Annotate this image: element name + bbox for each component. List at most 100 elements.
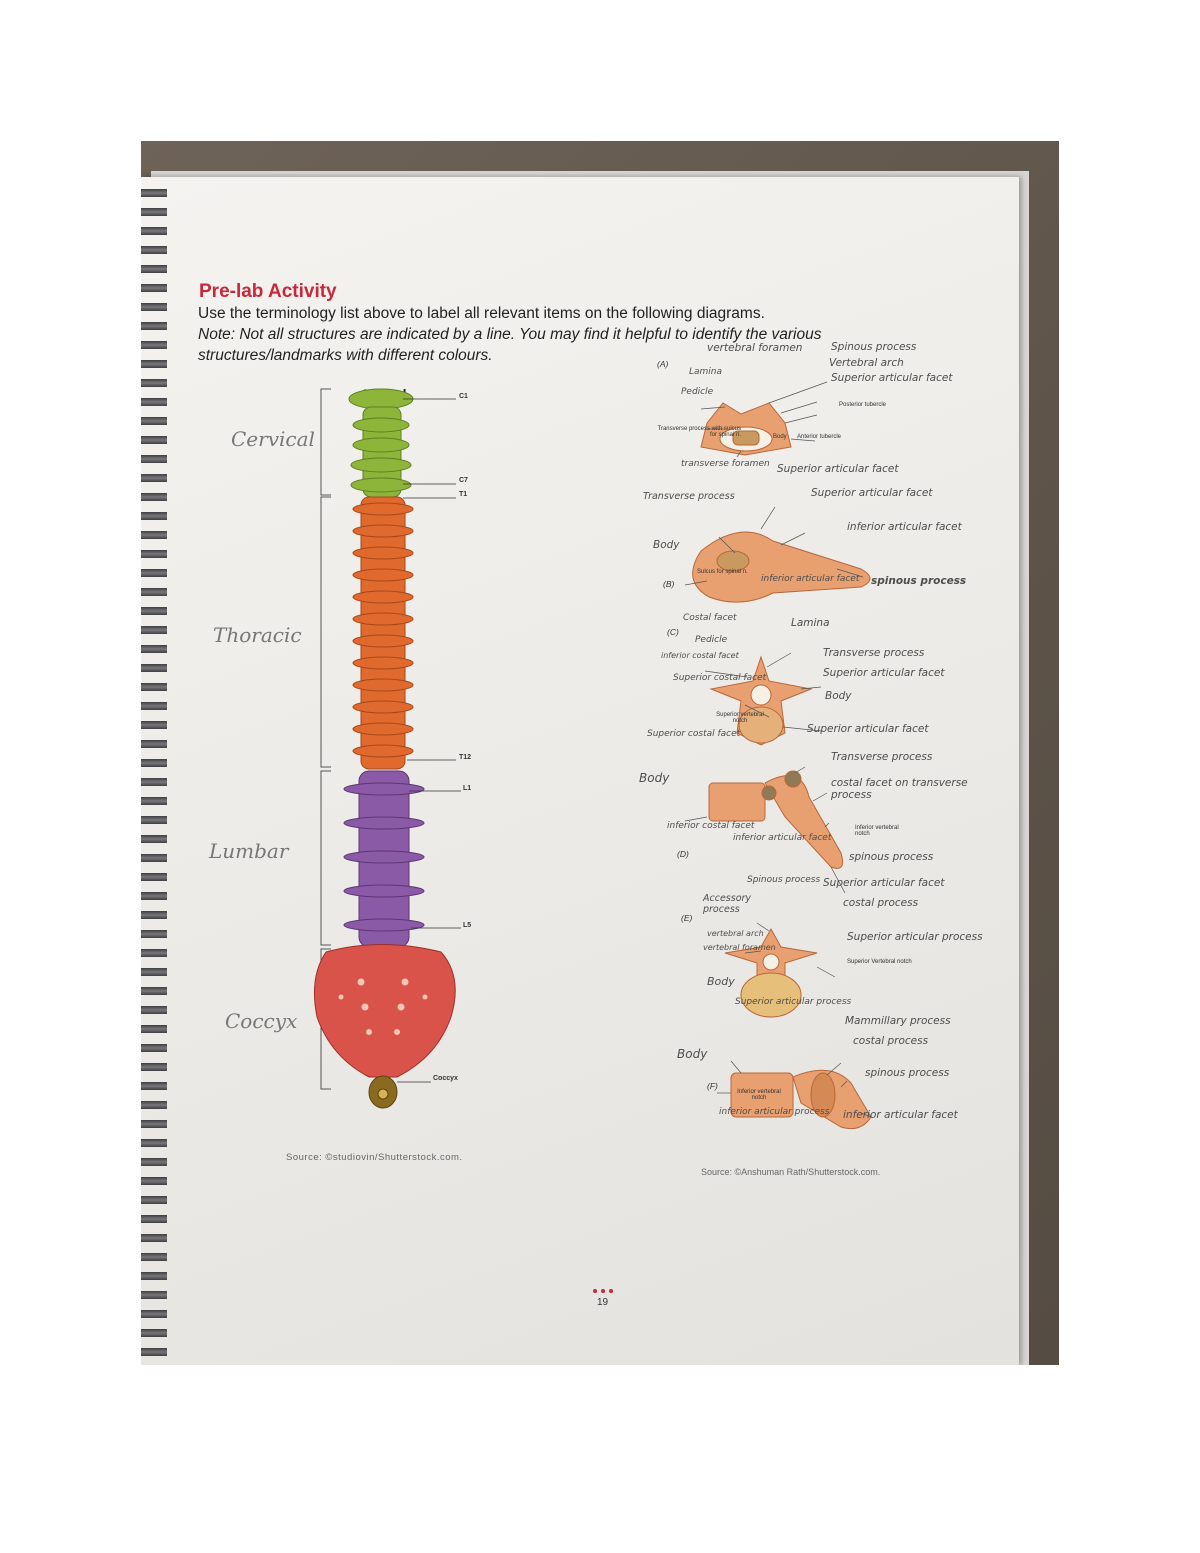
print-sulcus-spinal: Sulcus for spinal n. xyxy=(697,569,748,575)
label-t1: T1 xyxy=(459,491,467,498)
hw-vertebral-foramen: vertebral foramen xyxy=(707,342,802,354)
hw-body: Body xyxy=(707,975,735,988)
hw-body: Body xyxy=(639,771,669,785)
hw-transverse-foramen: transverse foramen xyxy=(681,459,770,469)
hw-spinous-process: spinous process xyxy=(871,575,966,587)
hw-superior-articular-facet: Superior articular facet xyxy=(807,723,928,735)
diagram-d-letter: (D) xyxy=(677,849,689,859)
label-t12: T12 xyxy=(459,754,471,761)
hw-costal-facet: Costal facet xyxy=(683,613,737,623)
hw-transverse-process: Transverse process xyxy=(831,751,932,763)
hw-pedicle: Pedicle xyxy=(695,635,727,645)
hw-superior-costal-facet: Superior costal facet xyxy=(673,673,766,683)
hw-mammillary-process: Mammillary process xyxy=(845,1015,951,1027)
hw-costal-facet-on-transverse-process: costal facet on transverse process xyxy=(831,777,991,801)
label-c7: C7 xyxy=(459,477,468,484)
hw-inferior-costal-facet: inferior costal facet xyxy=(667,821,754,831)
diagram-a-letter: (A) xyxy=(657,359,668,369)
hw-superior-costal-facet: Superior costal facet xyxy=(647,729,740,739)
hw-vertebral-foramen: vertebral foramen xyxy=(703,943,776,952)
hw-spinous-process: spinous process xyxy=(865,1067,949,1079)
diagram-e-letter: (E) xyxy=(681,913,692,923)
thoracic-vertebra xyxy=(353,613,413,625)
hw-superior-articular-facet: Superior articular facet xyxy=(777,463,898,475)
handwritten-region-coccyx: Coccyx xyxy=(225,1009,297,1033)
print-body: Body xyxy=(773,434,787,440)
print-superior-vertebral-notch: Superior vertebral notch xyxy=(715,712,765,724)
diagram-f-letter: (F) xyxy=(707,1081,718,1091)
label-l5: L5 xyxy=(463,922,471,929)
lumbar-vertebrae xyxy=(344,771,424,947)
label-coccyx: Coccyx xyxy=(433,1075,458,1082)
coccyx-bone xyxy=(369,1076,397,1108)
hw-inferior-articular-facet: inferior articular facet xyxy=(847,521,962,533)
hw-superior-articular-process: Superior articular process xyxy=(735,997,851,1007)
hw-costal-process: costal process xyxy=(853,1035,928,1047)
thoracic-vertebra xyxy=(353,635,413,647)
thoracic-vertebra xyxy=(353,723,413,735)
lumbar-vertebra xyxy=(344,817,424,829)
hw-inferior-articular-facet: inferior articular facet xyxy=(843,1109,958,1121)
bracket-thoracic xyxy=(321,497,331,767)
thoracic-vertebra xyxy=(353,679,413,691)
print-anterior-tubercle: Anterior tubercle xyxy=(797,434,841,440)
bracket-lumbar xyxy=(321,771,331,945)
spine-source-credit: Source: ©studiovin/Shutterstock.com. xyxy=(286,1152,463,1163)
diagram-d-thoracic xyxy=(709,771,843,868)
handwritten-region-thoracic: Thoracic xyxy=(213,623,302,647)
thoracic-vertebra xyxy=(353,745,413,757)
sacrum xyxy=(314,945,455,1078)
label-l1: L1 xyxy=(463,785,471,792)
print-posterior-tubercle: Posterior tubercle xyxy=(839,402,886,408)
hw-inferior-costal-facet: inferior costal facet xyxy=(661,651,739,660)
label-c1: C1 xyxy=(459,393,468,400)
thoracic-vertebra xyxy=(353,547,413,559)
hw-lamina: Lamina xyxy=(791,617,830,629)
hw-spinous-process: Spinous process xyxy=(831,341,916,353)
lumbar-vertebra xyxy=(344,885,424,897)
print-transverse-process: Transverse process with sulcus for spina… xyxy=(649,426,741,438)
hw-superior-articular-facet: Superior articular facet xyxy=(811,487,932,499)
thoracic-vertebra xyxy=(353,701,413,713)
thoracic-vertebra xyxy=(353,525,413,537)
thoracic-vertebrae xyxy=(353,497,413,769)
handwritten-region-lumbar: Lumbar xyxy=(209,839,288,863)
bracket-cervical xyxy=(321,389,331,495)
thoracic-vertebra xyxy=(353,591,413,603)
print-inferior-vertebral-notch: Inferior vertebral notch xyxy=(855,825,915,837)
hw-superior-articular-facet: Superior articular facet xyxy=(823,877,944,889)
hw-accessory-process: Accessory process xyxy=(703,893,783,915)
thoracic-vertebra xyxy=(353,657,413,669)
hw-transverse-process: Transverse process xyxy=(823,647,924,659)
spine-illustration xyxy=(141,177,1019,1365)
thoracic-vertebra xyxy=(353,503,413,515)
hw-body: Body xyxy=(653,539,680,551)
lumbar-vertebra xyxy=(344,919,424,931)
hw-inferior-articular-facet: inferior articular facet xyxy=(761,574,859,584)
diagram-b-cervical xyxy=(693,532,870,602)
hw-body: Body xyxy=(677,1047,707,1061)
diagram-source-credit: Source: ©Anshuman Rath/Shutterstock.com. xyxy=(701,1167,880,1177)
photo-background: Pre-lab Activity Use the terminology lis… xyxy=(141,141,1059,1365)
page-number: 19 xyxy=(597,1297,608,1308)
cervical-vertebrae xyxy=(349,389,413,497)
hw-superior-articular-facet: Superior articular facet xyxy=(831,372,952,384)
handwritten-region-cervical: Cervical xyxy=(231,427,315,451)
hw-spinous-process: Spinous process xyxy=(747,875,820,885)
hw-transverse-process: Transverse process xyxy=(643,491,735,502)
hw-vertebral-arch: vertebral arch xyxy=(707,929,764,938)
hw-vertebral-arch: Vertebral arch xyxy=(829,357,904,369)
hw-inferior-articular-process: inferior articular process xyxy=(719,1107,829,1117)
hw-costal-process: costal process xyxy=(843,897,918,909)
diagram-b-letter: (B) xyxy=(663,579,674,589)
print-inferior-vertebral-notch: Inferior vertebral notch xyxy=(735,1089,783,1101)
hw-spinous-process: spinous process xyxy=(849,851,933,863)
spiral-binding xyxy=(141,181,167,1361)
lumbar-vertebra xyxy=(344,851,424,863)
lumbar-vertebra xyxy=(344,783,424,795)
thoracic-vertebra xyxy=(353,569,413,581)
hw-lamina: Lamina xyxy=(689,367,722,377)
diagram-c-letter: (C) xyxy=(667,627,679,637)
hw-superior-articular-process: Superior articular process xyxy=(847,931,983,943)
hw-inferior-articular-facet: inferior articular facet xyxy=(733,833,831,843)
